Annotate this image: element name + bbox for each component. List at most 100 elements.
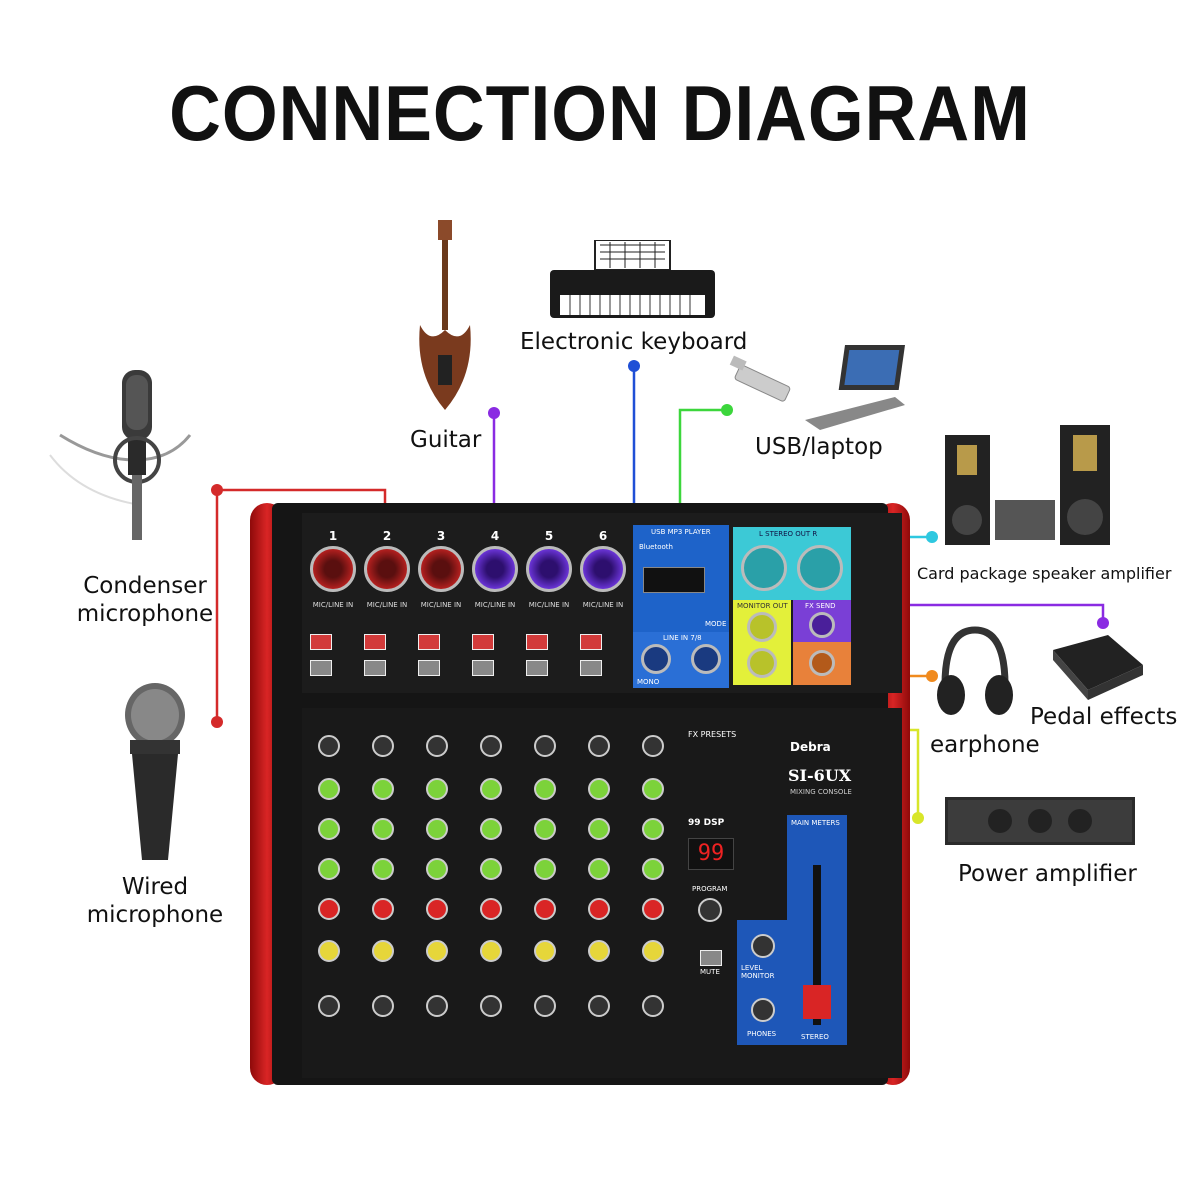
console-label: MIXING CONSOLE bbox=[790, 788, 852, 796]
fx-knob[interactable] bbox=[318, 898, 340, 920]
phantom-power-button[interactable] bbox=[526, 634, 548, 650]
channel-number: 2 bbox=[382, 529, 392, 543]
phantom-power-button[interactable] bbox=[472, 634, 494, 650]
pan-knob[interactable] bbox=[318, 940, 340, 962]
fx-send-panel: FX SEND bbox=[793, 600, 851, 642]
low-eq-knob[interactable] bbox=[588, 858, 610, 880]
fx-knob[interactable] bbox=[480, 898, 502, 920]
phantom-power-button[interactable] bbox=[580, 634, 602, 650]
pan-knob[interactable] bbox=[642, 940, 664, 962]
gain-knob[interactable] bbox=[480, 735, 502, 757]
speakers-label: Card package speaker amplifier bbox=[917, 564, 1172, 583]
diagram-title: CONNECTION DIAGRAM bbox=[169, 69, 1031, 157]
fx-send-jack[interactable] bbox=[809, 612, 835, 638]
power-amplifier-icon bbox=[945, 797, 1135, 845]
high-eq-knob[interactable] bbox=[642, 778, 664, 800]
pad-button[interactable] bbox=[472, 660, 494, 676]
pan-knob[interactable] bbox=[588, 940, 610, 962]
channel-number: 5 bbox=[544, 529, 554, 543]
pad-button[interactable] bbox=[580, 660, 602, 676]
stereo-out-panel: L STEREO OUT R bbox=[733, 527, 851, 600]
mid-eq-knob[interactable] bbox=[642, 818, 664, 840]
high-eq-knob[interactable] bbox=[426, 778, 448, 800]
pan-knob[interactable] bbox=[372, 940, 394, 962]
pad-button[interactable] bbox=[364, 660, 386, 676]
high-eq-knob[interactable] bbox=[588, 778, 610, 800]
gain-knob[interactable] bbox=[534, 735, 556, 757]
xlr-input-jack[interactable] bbox=[310, 546, 356, 592]
fx-knob[interactable] bbox=[426, 898, 448, 920]
line-in-jack[interactable] bbox=[691, 644, 721, 674]
mid-eq-knob[interactable] bbox=[534, 818, 556, 840]
xlr-input-jack[interactable] bbox=[364, 546, 410, 592]
pan-knob[interactable] bbox=[426, 940, 448, 962]
xlr-input-jack[interactable] bbox=[526, 546, 572, 592]
mid-eq-knob[interactable] bbox=[372, 818, 394, 840]
fx-knob[interactable] bbox=[588, 898, 610, 920]
high-eq-knob[interactable] bbox=[480, 778, 502, 800]
phantom-power-button[interactable] bbox=[364, 634, 386, 650]
mid-eq-knob[interactable] bbox=[480, 818, 502, 840]
earphone-label: earphone bbox=[930, 732, 1040, 758]
mid-eq-knob[interactable] bbox=[318, 818, 340, 840]
pad-button[interactable] bbox=[310, 660, 332, 676]
xlr-input-jack[interactable] bbox=[418, 546, 464, 592]
high-eq-knob[interactable] bbox=[318, 778, 340, 800]
low-eq-knob[interactable] bbox=[372, 858, 394, 880]
fx-knob[interactable] bbox=[372, 898, 394, 920]
fx-knob[interactable] bbox=[642, 898, 664, 920]
monitor-out-jack[interactable] bbox=[747, 648, 777, 678]
gain-knob[interactable] bbox=[642, 735, 664, 757]
dsp-label: 99 DSP bbox=[688, 818, 725, 828]
phones-jack[interactable] bbox=[809, 650, 835, 676]
phones-level-knob[interactable] bbox=[751, 998, 775, 1022]
low-eq-knob[interactable] bbox=[318, 858, 340, 880]
usb-laptop-icon bbox=[729, 345, 905, 430]
mid-eq-knob[interactable] bbox=[426, 818, 448, 840]
level-knob[interactable] bbox=[480, 995, 502, 1017]
xlr-input-jack[interactable] bbox=[580, 546, 626, 592]
pan-knob[interactable] bbox=[534, 940, 556, 962]
gain-knob[interactable] bbox=[318, 735, 340, 757]
stereo-out-right-jack[interactable] bbox=[797, 545, 843, 591]
gain-knob[interactable] bbox=[588, 735, 610, 757]
fx-knob[interactable] bbox=[534, 898, 556, 920]
program-knob[interactable] bbox=[698, 898, 722, 922]
pedal-icon bbox=[1053, 635, 1143, 700]
channel-number: 1 bbox=[328, 529, 338, 543]
low-eq-knob[interactable] bbox=[534, 858, 556, 880]
low-eq-knob[interactable] bbox=[426, 858, 448, 880]
level-monitor-label: LEVEL MONITOR bbox=[741, 964, 775, 980]
gain-knob[interactable] bbox=[426, 735, 448, 757]
pad-button[interactable] bbox=[418, 660, 440, 676]
pan-knob[interactable] bbox=[480, 940, 502, 962]
low-eq-knob[interactable] bbox=[642, 858, 664, 880]
phantom-power-button[interactable] bbox=[418, 634, 440, 650]
high-eq-knob[interactable] bbox=[534, 778, 556, 800]
mute-button[interactable] bbox=[700, 950, 722, 966]
level-knob[interactable] bbox=[372, 995, 394, 1017]
stereo-out-left-jack[interactable] bbox=[741, 545, 787, 591]
condenser-microphone-label: Condenser microphone bbox=[76, 573, 214, 627]
monitor-level-knob[interactable] bbox=[751, 934, 775, 958]
keyboard-dot bbox=[628, 360, 640, 372]
level-knob[interactable] bbox=[534, 995, 556, 1017]
level-knob[interactable] bbox=[642, 995, 664, 1017]
monitor-out-panel: MONITOR OUT bbox=[733, 600, 791, 685]
line-in-panel: LINE IN 7/8 MONO bbox=[633, 632, 729, 688]
master-fader[interactable] bbox=[803, 985, 831, 1019]
line-in-jack[interactable] bbox=[641, 644, 671, 674]
phantom-power-button[interactable] bbox=[310, 634, 332, 650]
low-eq-knob[interactable] bbox=[480, 858, 502, 880]
level-knob[interactable] bbox=[588, 995, 610, 1017]
keyboard-label: Electronic keyboard bbox=[520, 329, 748, 355]
high-eq-knob[interactable] bbox=[372, 778, 394, 800]
usb-mp3-panel: USB MP3 PLAYER Bluetooth MODE bbox=[633, 525, 729, 632]
monitor-out-jack[interactable] bbox=[747, 612, 777, 642]
level-knob[interactable] bbox=[318, 995, 340, 1017]
gain-knob[interactable] bbox=[372, 735, 394, 757]
xlr-input-jack[interactable] bbox=[472, 546, 518, 592]
level-knob[interactable] bbox=[426, 995, 448, 1017]
pad-button[interactable] bbox=[526, 660, 548, 676]
mid-eq-knob[interactable] bbox=[588, 818, 610, 840]
